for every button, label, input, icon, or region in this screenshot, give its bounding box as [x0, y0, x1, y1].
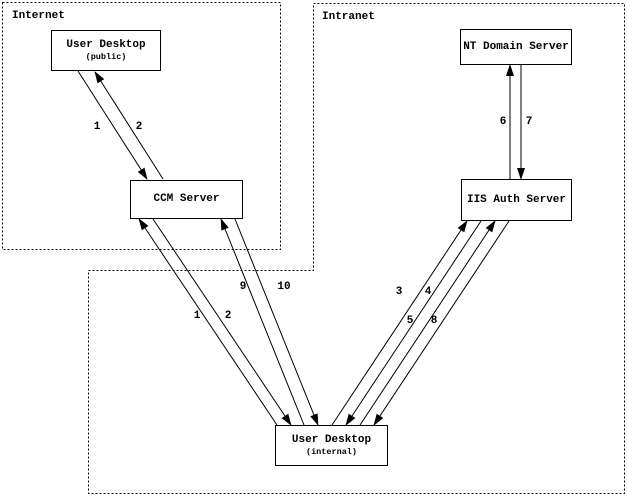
- flow-label-7: 7: [525, 116, 533, 128]
- internet-region-outline: [2, 2, 281, 250]
- edge-2-ccm-to-public: [94, 71, 164, 180]
- flow-label-1-internal: 1: [193, 310, 201, 322]
- edge-8-iis-to-internal: [373, 220, 510, 426]
- node-title: User Desktop: [291, 434, 372, 446]
- intranet-region-outline: [88, 3, 625, 494]
- flow-label-3: 3: [395, 286, 403, 298]
- flow-label-6: 6: [499, 116, 507, 128]
- edge-9-internal-to-ccm: [220, 218, 305, 426]
- node-title: NT Domain Server: [463, 40, 569, 53]
- internet-region-label: Internet: [12, 10, 65, 22]
- node-subtitle: (public): [85, 52, 127, 62]
- edge-3-internal-to-iis: [331, 220, 468, 426]
- edge-10-ccm-to-internal: [234, 218, 319, 426]
- flow-label-10: 10: [277, 281, 291, 293]
- edge-1-internal-to-ccm: [138, 218, 278, 426]
- edge-1-public-to-ccm: [77, 70, 148, 180]
- flow-label-2-public: 2: [135, 121, 143, 133]
- node-title: IIS Auth Server: [466, 193, 567, 206]
- intranet-region-label: Intranet: [322, 11, 375, 23]
- node-iis-auth-server: IIS Auth Server: [461, 179, 572, 221]
- flow-label-5: 5: [406, 315, 414, 327]
- edge-2-ccm-to-internal: [152, 218, 292, 426]
- node-ccm-server: CCM Server: [130, 180, 243, 219]
- node-title: User Desktop: [66, 39, 146, 51]
- node-title: CCM Server: [153, 193, 220, 205]
- node-user-desktop-public: User Desktop (public): [51, 30, 161, 71]
- edge-4-iis-to-internal: [345, 220, 482, 426]
- node-user-desktop-internal: User Desktop (internal): [275, 425, 388, 466]
- flow-label-4: 4: [424, 286, 432, 298]
- edge-5-internal-to-iis: [359, 220, 496, 426]
- flow-label-8: 8: [430, 315, 438, 327]
- flow-label-9: 9: [239, 281, 247, 293]
- node-nt-domain-server: NT Domain Server: [460, 29, 572, 65]
- node-subtitle: (internal): [305, 447, 357, 457]
- flow-label-2-internal: 2: [224, 310, 232, 322]
- flow-label-1-public: 1: [93, 121, 101, 133]
